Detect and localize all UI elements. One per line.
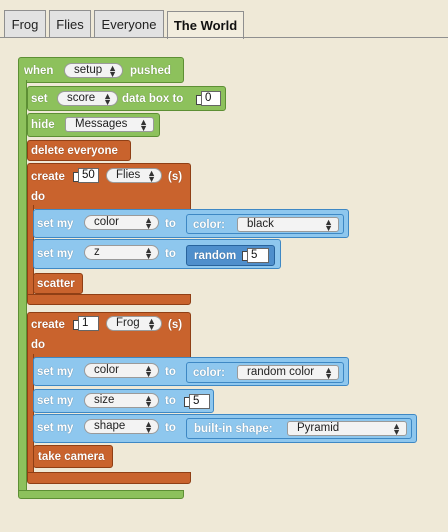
set-label: set [31, 93, 48, 105]
create-count-input[interactable]: 1 [78, 316, 99, 331]
property-dropdown-value: color [94, 364, 119, 376]
delete-everyone-label: delete everyone [31, 145, 118, 157]
data-box-to-label: data box to [122, 93, 184, 105]
when-setup-pushed-block[interactable] [18, 57, 184, 83]
when-label: when [24, 65, 54, 77]
shape-dropdown-value: Pyramid [297, 422, 340, 434]
scatter-block[interactable] [33, 273, 83, 294]
tab-the-world[interactable]: The World [167, 11, 244, 39]
breed-dropdown[interactable]: Frog ▲▼ [106, 316, 162, 332]
chevron-updown-icon: ▲▼ [144, 419, 153, 435]
create-count-input[interactable]: 50 [78, 168, 99, 183]
tab-flies[interactable]: Flies [49, 10, 91, 37]
to-label: to [165, 366, 176, 378]
chevron-updown-icon: ▲▼ [147, 168, 156, 184]
event-dropdown-value: setup [74, 64, 103, 76]
color-dropdown[interactable]: black ▲▼ [237, 217, 339, 233]
breed-dropdown-value: Flies [116, 169, 141, 181]
random-max-input[interactable]: 5 [247, 248, 269, 263]
create-flies-foot [27, 294, 191, 305]
hide-label: hide [31, 119, 55, 131]
color-dropdown[interactable]: random color ▲▼ [237, 365, 339, 381]
size-value-input[interactable]: 5 [189, 394, 210, 409]
property-dropdown[interactable]: size ▲▼ [84, 393, 159, 409]
plural-label: (s) [168, 171, 183, 183]
data-box-dropdown-value: score [67, 92, 96, 104]
color-label: color: [193, 367, 225, 379]
property-dropdown-value: color [94, 216, 119, 228]
plural-label: (s) [168, 319, 183, 331]
create-label: create [31, 319, 65, 331]
chevron-updown-icon: ▲▼ [103, 91, 112, 107]
set-my-label: set my [37, 395, 74, 407]
data-box-dropdown[interactable]: score ▲▼ [57, 91, 118, 107]
do-label: do [31, 339, 46, 351]
hide-target-dropdown[interactable]: Messages ▲▼ [65, 117, 154, 133]
delete-everyone-block[interactable] [27, 140, 131, 161]
chevron-updown-icon: ▲▼ [144, 363, 153, 379]
chevron-updown-icon: ▲▼ [324, 217, 333, 233]
property-dropdown-value: shape [94, 420, 126, 432]
chevron-updown-icon: ▲▼ [147, 316, 156, 332]
property-dropdown-value: z [94, 246, 100, 258]
shape-dropdown[interactable]: Pyramid ▲▼ [287, 421, 407, 437]
set-my-label: set my [37, 248, 74, 260]
when-block-foot [18, 490, 184, 499]
set-my-label: set my [37, 218, 74, 230]
property-dropdown-value: size [94, 394, 115, 406]
tab-divider [0, 37, 448, 38]
tab-frog[interactable]: Frog [4, 10, 46, 37]
event-dropdown[interactable]: setup ▲▼ [64, 63, 123, 79]
create-frog-foot [27, 472, 191, 484]
color-dropdown-value: black [247, 218, 274, 230]
hide-target-value: Messages [75, 118, 128, 130]
create-label: create [31, 171, 65, 183]
color-dropdown-value: random color [247, 366, 315, 378]
to-label: to [165, 248, 176, 260]
random-label: random [194, 250, 237, 262]
breed-dropdown[interactable]: Flies ▲▼ [106, 168, 162, 184]
pushed-label: pushed [130, 65, 171, 77]
chevron-updown-icon: ▲▼ [139, 117, 148, 133]
chevron-updown-icon: ▲▼ [108, 63, 117, 79]
chevron-updown-icon: ▲▼ [392, 421, 401, 437]
property-dropdown[interactable]: color ▲▼ [84, 363, 159, 379]
take-camera-block[interactable] [33, 445, 113, 468]
color-label: color: [193, 219, 225, 231]
breed-dropdown-value: Frog [116, 317, 140, 329]
tab-everyone[interactable]: Everyone [94, 10, 164, 37]
data-box-value-input[interactable]: 0 [201, 91, 221, 106]
chevron-updown-icon: ▲▼ [144, 215, 153, 231]
chevron-updown-icon: ▲▼ [144, 245, 153, 261]
property-dropdown[interactable]: z ▲▼ [84, 245, 159, 261]
when-block-arm [18, 80, 27, 496]
to-label: to [165, 395, 176, 407]
chevron-updown-icon: ▲▼ [324, 365, 333, 381]
to-label: to [165, 422, 176, 434]
set-my-label: set my [37, 422, 74, 434]
chevron-updown-icon: ▲▼ [144, 393, 153, 409]
set-my-label: set my [37, 366, 74, 378]
property-dropdown[interactable]: shape ▲▼ [84, 419, 159, 435]
property-dropdown[interactable]: color ▲▼ [84, 215, 159, 231]
built-in-shape-label: built-in shape: [194, 423, 273, 435]
to-label: to [165, 218, 176, 230]
do-label: do [31, 191, 46, 203]
take-camera-label: take camera [38, 451, 105, 463]
scatter-label: scatter [37, 278, 75, 290]
